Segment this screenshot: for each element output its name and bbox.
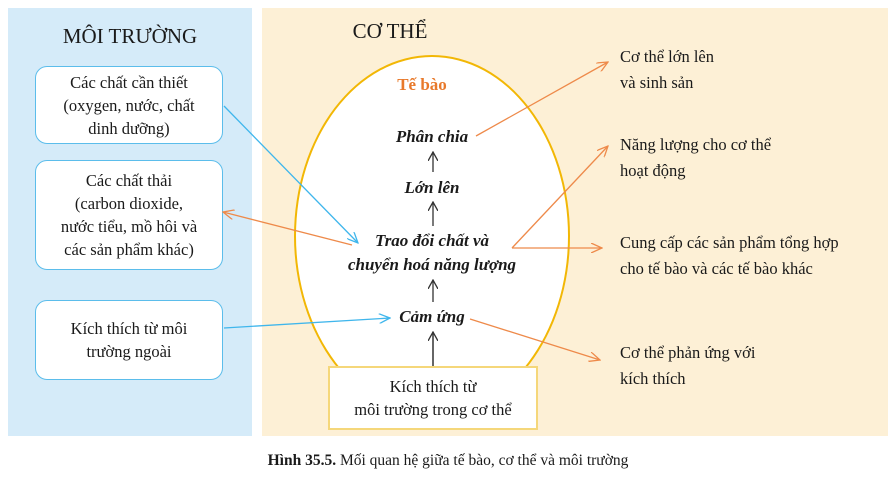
process-response: Cảm ứng: [399, 307, 465, 326]
box-line: môi trường trong cơ thể: [354, 400, 512, 419]
outcome-line: và sinh sản: [620, 73, 694, 92]
environment-title: MÔI TRƯỜNG: [62, 24, 198, 48]
waste-substances-box: Các chất thải (carbon dioxide, nước tiểu, …: [35, 160, 223, 270]
outcome-synthesis: Cung cấp các sản phẩm tổng hợp cho tế bào…: [620, 230, 839, 282]
process-division: Phân chia: [395, 127, 469, 146]
arrow-necessary-to-metabolism: [223, 105, 358, 243]
arrow-division-to-outcome: [475, 62, 608, 137]
figure-caption: Hình 35.5. Mối quan hệ giữa tế bào, cơ t…: [0, 452, 896, 470]
arrow-response-to-outcome: [469, 318, 600, 360]
cell-label: Tế bào: [397, 75, 447, 94]
box-line: Kích thích từ: [389, 377, 477, 396]
outcome-line: Cung cấp các sản phẩm tổng hợp: [620, 233, 839, 252]
box-line: Kích thích từ môi: [70, 319, 188, 338]
arrow-external-to-response: [223, 318, 390, 329]
box-line: dinh dưỡng): [88, 118, 170, 138]
outcome-line: Năng lượng cho cơ thể: [620, 135, 772, 154]
process-metabolism-line1: Trao đổi chất và: [374, 231, 490, 250]
box-line: Các chất cần thiết: [70, 72, 188, 92]
caption-text: Mối quan hệ giữa tế bào, cơ thể và môi t…: [336, 452, 629, 469]
arrow-metabolism-to-energy: [511, 146, 608, 249]
box-line: (carbon dioxide,: [74, 194, 184, 213]
outcome-energy: Năng lượng cho cơ thể hoạt động: [620, 132, 771, 184]
box-line: trường ngoài: [86, 342, 172, 361]
box-line: Các chất thải: [85, 171, 173, 190]
box-line: các sản phẩm khác): [64, 240, 194, 259]
outcome-response: Cơ thể phản ứng với kích thích: [620, 340, 755, 392]
outcome-growth-reproduction: Cơ thể lớn lên và sinh sản: [620, 44, 714, 96]
outcome-line: kích thích: [620, 369, 686, 388]
process-growth: Lớn lên: [404, 178, 460, 197]
process-metabolism-line2: chuyển hoá năng lượng: [347, 255, 517, 274]
caption-label: Hình 35.5.: [267, 452, 337, 469]
outcome-line: cho tế bào và các tế bào khác: [620, 259, 813, 278]
arrow-metabolism-to-waste: [223, 212, 353, 246]
outcome-line: Cơ thể lớn lên: [620, 47, 714, 66]
necessary-substances-box: Các chất cần thiết (oxygen, nước, chất din…: [35, 66, 223, 144]
outcome-line: hoạt động: [620, 161, 686, 180]
body-title: CƠ THỂ: [352, 19, 428, 43]
box-line: nước tiểu, mồ hôi và: [60, 217, 198, 236]
external-stimulus-box: Kích thích từ môi trường ngoài: [35, 300, 223, 380]
box-line: (oxygen, nước, chất: [63, 95, 195, 115]
outcome-line: Cơ thể phản ứng với: [620, 343, 756, 362]
internal-stimulus-box: Kích thích từ môi trường trong cơ thể: [328, 366, 538, 430]
